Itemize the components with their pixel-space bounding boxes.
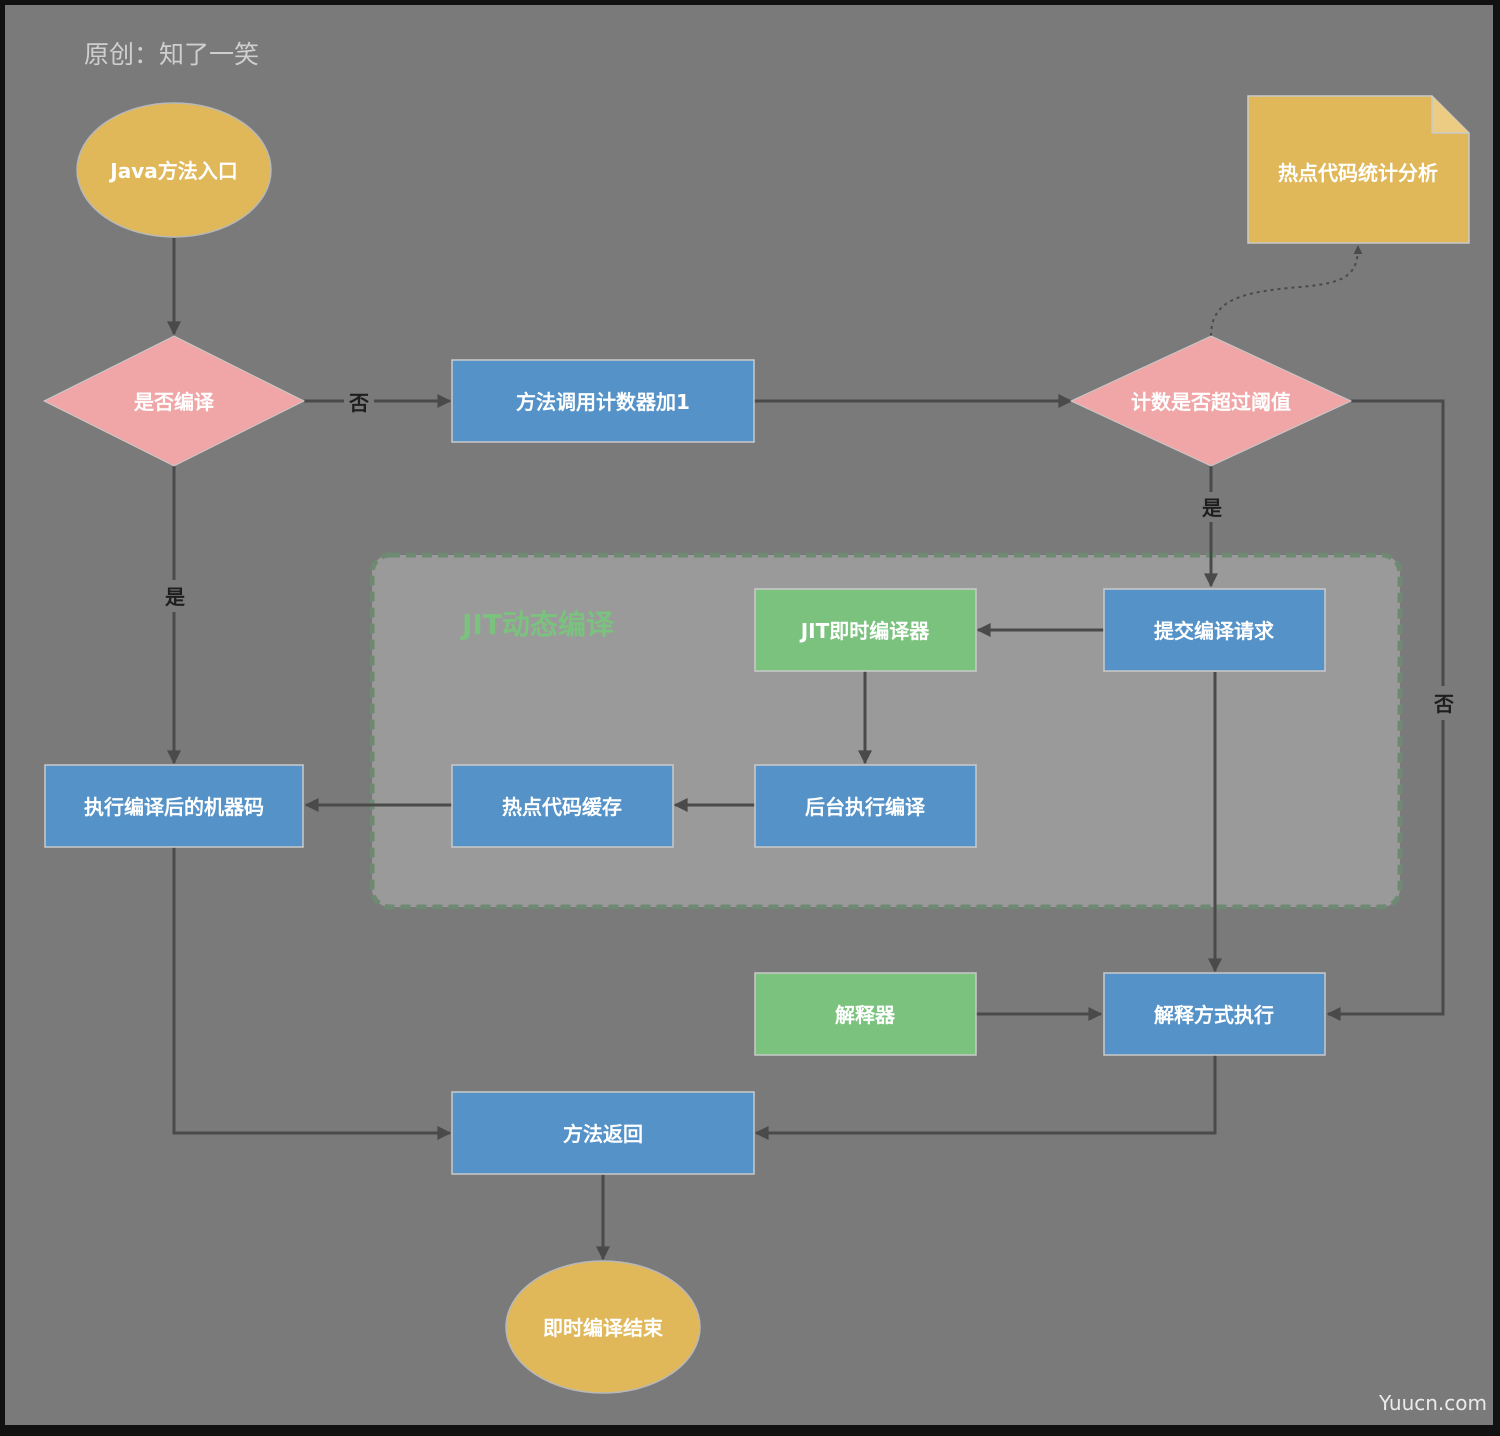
node-interpreter[interactable]: 解释器 (754, 972, 977, 1056)
node-submit-request[interactable]: 提交编译请求 (1103, 588, 1326, 672)
node-counter-increment[interactable]: 方法调用计数器加1 (451, 359, 755, 443)
edge-label-bg-no-threshold (1430, 686, 1458, 720)
edge-label-yes-threshold: 是 (1201, 496, 1222, 520)
edge-label-yes-compiled: 是 (164, 585, 185, 609)
note-folded-corner (1431, 96, 1469, 134)
node-threshold-check[interactable]: 计数是否超过阈值 (1069, 335, 1353, 467)
node-interpret-execute-label: 解释方式执行 (1154, 1003, 1274, 1027)
node-execute-machine-code-label: 执行编译后的机器码 (84, 795, 264, 819)
edge-label-no-threshold: 否 (1433, 692, 1454, 716)
node-interpreter-label: 解释器 (835, 1003, 896, 1027)
node-jit-compiler-label: JIT即时编译器 (799, 619, 931, 643)
node-counter-increment-label: 方法调用计数器加1 (516, 390, 690, 414)
node-is-compiled[interactable]: 是否编译 (42, 335, 306, 467)
node-hotspot-analysis-label: 热点代码统计分析 (1278, 161, 1438, 185)
edge-label-no-compiled: 否 (348, 391, 369, 415)
edge-threshold-to-analysis (1210, 245, 1363, 337)
watermark: Yuucn.com (1378, 1391, 1487, 1415)
node-jit-end[interactable]: 即时编译结束 (505, 1260, 701, 1394)
edge-label-bg-yes-threshold (1197, 492, 1227, 522)
node-hotspot-analysis[interactable]: 热点代码统计分析 (1247, 95, 1470, 244)
node-execute-machine-code[interactable]: 执行编译后的机器码 (44, 764, 304, 848)
node-hotspot-cache[interactable]: 热点代码缓存 (451, 764, 674, 848)
node-hotspot-cache-label: 热点代码缓存 (502, 795, 622, 819)
node-background-compile[interactable]: 后台执行编译 (754, 764, 977, 848)
author-credit: 原创：知了一笑 (84, 40, 259, 69)
node-is-compiled-label: 是否编译 (133, 390, 215, 414)
edge-interpret-to-return (754, 1055, 1217, 1140)
jit-group-title: JIT动态编译 (460, 608, 615, 641)
node-threshold-check-label: 计数是否超过阈值 (1131, 390, 1291, 414)
node-jit-compiler[interactable]: JIT即时编译器 (754, 588, 977, 672)
node-method-return[interactable]: 方法返回 (451, 1091, 755, 1175)
node-interpret-execute[interactable]: 解释方式执行 (1103, 972, 1326, 1056)
edge-execute-to-return (172, 847, 452, 1140)
node-jit-end-label: 即时编译结束 (543, 1316, 664, 1340)
node-background-compile-label: 后台执行编译 (805, 795, 926, 819)
node-java-entry-label: Java方法入口 (108, 159, 237, 183)
node-submit-request-label: 提交编译请求 (1154, 619, 1275, 643)
edge-label-bg-yes-compiled (160, 580, 190, 612)
node-java-entry[interactable]: Java方法入口 (76, 102, 272, 238)
node-method-return-label: 方法返回 (563, 1122, 643, 1146)
edge-label-bg-no-compiled (344, 388, 374, 414)
